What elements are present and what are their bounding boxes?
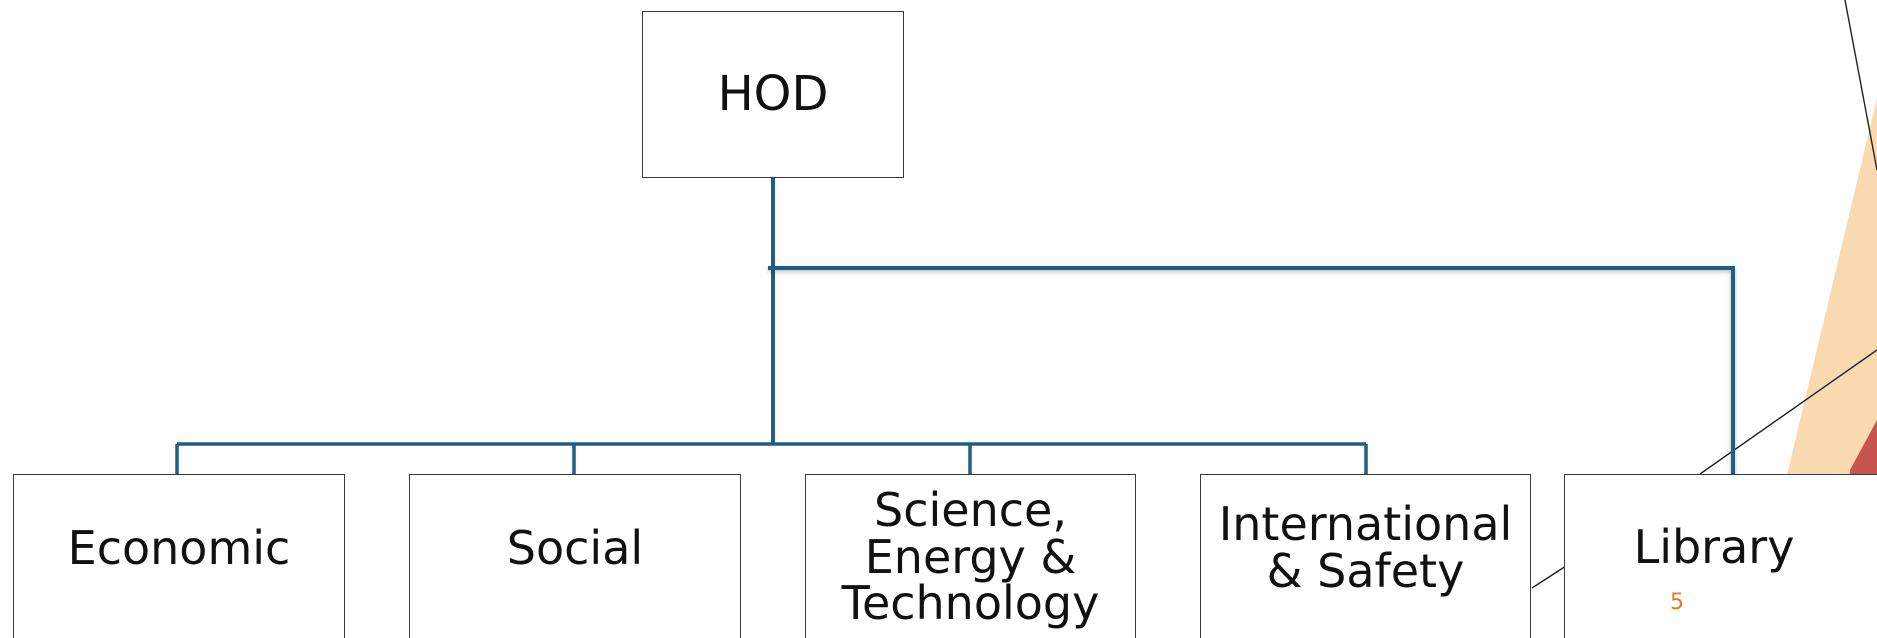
- node-international-safety: International & Safety: [1200, 474, 1531, 638]
- node-library-label: Library: [1633, 519, 1795, 574]
- slide-number: 5: [1670, 590, 1684, 615]
- node-social-label: Social: [506, 520, 644, 575]
- node-hod-label: HOD: [717, 66, 829, 123]
- connector-hod-to-library: [768, 266, 1735, 478]
- node-social: Social: [409, 474, 741, 638]
- decorative-line: [1531, 565, 1567, 589]
- node-international-safety-label: International & Safety: [1218, 497, 1513, 598]
- node-science-energy-technology: Science, Energy & Technology: [805, 474, 1136, 638]
- decorative-line: [1844, 0, 1877, 171]
- node-economic-label: Economic: [67, 520, 291, 575]
- decorative-line: [1699, 349, 1877, 475]
- node-science-energy-technology-label: Science, Energy & Technology: [841, 482, 1100, 631]
- node-economic: Economic: [13, 474, 345, 638]
- node-library: Library: [1564, 474, 1877, 638]
- node-hod: HOD: [642, 11, 904, 178]
